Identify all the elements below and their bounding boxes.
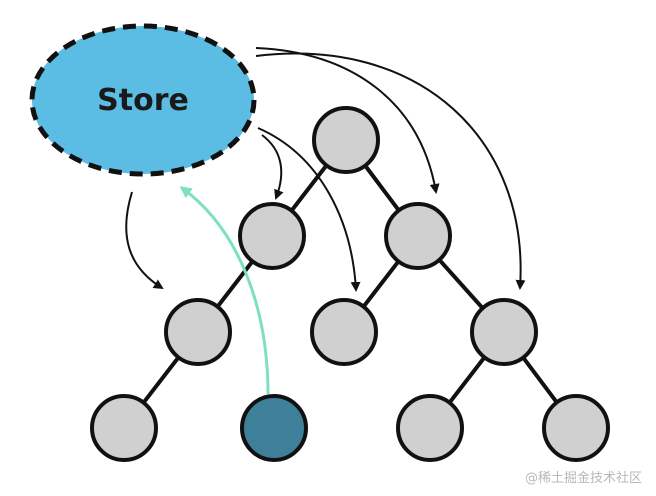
- store: Store: [29, 23, 257, 177]
- arrow-to-l2-a: [125, 191, 164, 290]
- store-arrows: [125, 47, 526, 292]
- arrow-to-l1-left: [261, 134, 284, 200]
- arrow-to-l1-right: [255, 47, 440, 194]
- tree-node-l2-a: [164, 298, 232, 366]
- tree-node-l3-b-highlighted: [240, 394, 308, 462]
- arrow-to-l2-b: [257, 127, 361, 292]
- store-ellipse: [29, 23, 257, 177]
- tree-edges: [122, 138, 578, 430]
- store-label: Store: [97, 83, 189, 118]
- tree-nodes: [90, 106, 610, 462]
- arrow-to-store-from-l3-b: [179, 186, 270, 395]
- watermark: @稀土掘金技术社区: [524, 471, 642, 486]
- tree-node-l3-d: [542, 394, 610, 462]
- arrow-to-l2-c: [255, 52, 526, 290]
- tree-node-l2-c: [470, 298, 538, 366]
- tree-node-l1-left: [238, 202, 306, 270]
- tree-node-l3-c: [396, 394, 464, 462]
- tree-node-l1-right: [384, 202, 452, 270]
- tree-node-root: [312, 106, 380, 174]
- tree-node-l3-a: [90, 394, 158, 462]
- tree-node-l2-b: [310, 298, 378, 366]
